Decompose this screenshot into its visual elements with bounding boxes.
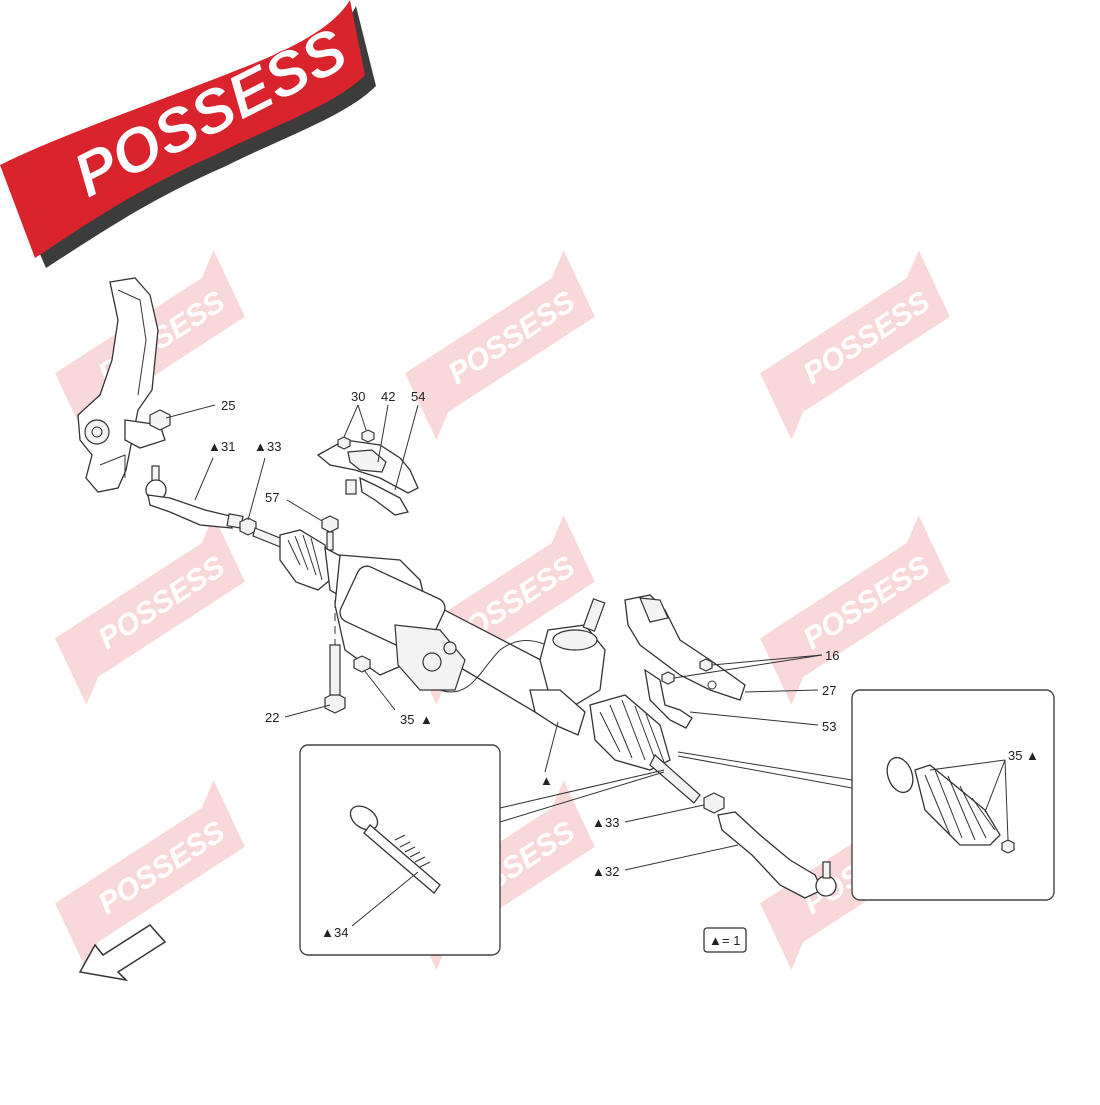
- triangle-icon: ▲: [592, 815, 605, 830]
- inset-right: [851, 689, 1055, 901]
- legend-text: = 1: [722, 933, 740, 948]
- part-57-bolt: [321, 515, 339, 551]
- part-35-boot-inset: [886, 756, 1015, 854]
- part-53-sensor: [644, 668, 693, 729]
- part-25-nut: [149, 409, 171, 431]
- legend-symbol: ▲: [709, 933, 722, 948]
- part-54-bracket: [316, 429, 419, 516]
- callout-27: 27: [822, 683, 836, 698]
- watermark-4: POSSESS: [55, 515, 245, 705]
- part-31-tie-rod-end: [145, 465, 244, 529]
- callout-25: 25: [221, 398, 235, 413]
- callout-labels: 25 ▲ 31 ▲ 33 57 30 42 54 16 27 53 22 35 …: [208, 389, 1039, 940]
- triangle-icon: ▲: [208, 439, 221, 454]
- callout-53: 53: [822, 719, 836, 734]
- callout-35-inset: 35: [1008, 748, 1022, 763]
- inset-left: [299, 744, 501, 956]
- callout-35-mid: 35: [400, 712, 414, 727]
- part-16-screw: [661, 658, 713, 685]
- brand-banner: POSSESS: [0, 0, 376, 268]
- arrow-icon: [78, 924, 167, 982]
- callout-54: 54: [411, 389, 425, 404]
- part-33-nut-bottom: [703, 792, 725, 814]
- watermark-6: POSSESS: [760, 515, 950, 705]
- watermark-3: POSSESS: [760, 250, 950, 440]
- triangle-icon: ▲: [1026, 748, 1039, 763]
- triangle-icon: ▲: [321, 925, 334, 940]
- triangle-icon: ▲: [420, 712, 433, 727]
- callout-31: 31: [221, 439, 235, 454]
- watermark-2: POSSESS: [405, 250, 595, 440]
- steering-rack-assembly: [252, 527, 701, 804]
- part-27-bracket: [624, 594, 746, 701]
- callout-42: 42: [381, 389, 395, 404]
- part-32-tie-rod-end: [717, 811, 837, 899]
- callout-22: 22: [265, 710, 279, 725]
- triangle-icon: ▲: [540, 773, 553, 788]
- triangle-icon: ▲: [592, 864, 605, 879]
- triangle-icon: ▲: [254, 439, 267, 454]
- legend: ▲ = 1: [703, 927, 747, 953]
- part-22-bolt: [324, 644, 346, 714]
- callout-30: 30: [351, 389, 365, 404]
- steering-knuckle: [77, 277, 166, 493]
- callout-33-bottom: 33: [605, 815, 619, 830]
- part-34-inner-tie-rod: [349, 805, 441, 894]
- callout-16: 16: [825, 648, 839, 663]
- leader-lines: [165, 404, 1009, 927]
- callout-33-top: 33: [267, 439, 281, 454]
- callout-57: 57: [265, 490, 279, 505]
- callout-34: 34: [334, 925, 348, 940]
- callout-32: 32: [605, 864, 619, 879]
- part-35-nut-mid: [353, 655, 371, 673]
